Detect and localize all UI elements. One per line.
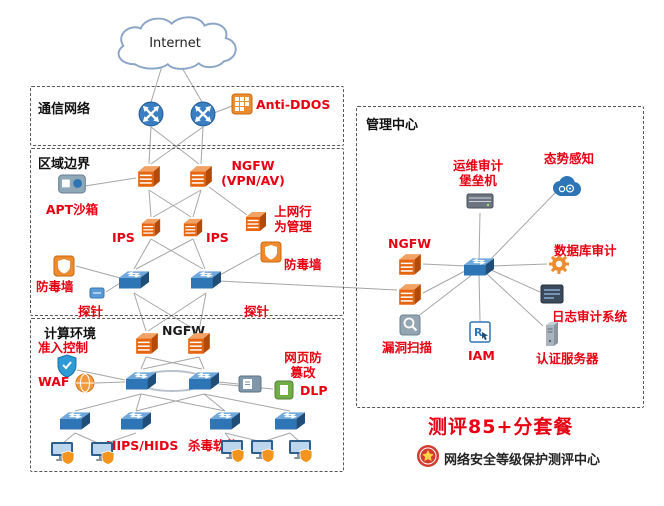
apt-sandbox-label: APT沙箱 (45, 202, 99, 217)
firewall-icon (137, 165, 161, 188)
ngfw-vpn-label: NGFW (VPN/AV) (221, 158, 285, 188)
firewall-icon (187, 332, 211, 355)
endpoint-server-icon (220, 439, 245, 463)
waf-icon (75, 373, 95, 393)
dlp-icon (274, 380, 294, 400)
antivirus-wall-right-label: 防毒墙 (284, 257, 322, 272)
auth-server-label: 认证服务器 (536, 351, 599, 366)
cert-badge-icon (416, 444, 440, 468)
anti-ddos-label: Anti-DDOS (256, 97, 331, 112)
ips-icon (183, 218, 203, 237)
switch-icon (464, 258, 494, 277)
endpoint-server-icon (288, 439, 313, 463)
firewall-icon (398, 283, 422, 306)
switch-icon (275, 412, 305, 431)
bastion-server-icon (466, 193, 494, 209)
router-icon (190, 101, 216, 127)
antivirus-wall-left-label: 防毒墙 (36, 279, 74, 294)
switch-icon (210, 412, 240, 431)
zone-regional-boundary (30, 148, 344, 316)
endpoint-pc-icon (50, 441, 75, 465)
antivirus-wall-icon (260, 241, 282, 263)
waf-label: WAF (38, 374, 70, 389)
firewall-icon (189, 165, 213, 188)
web-behavior-icon (245, 211, 267, 232)
probe-right-label: 探针 (244, 304, 270, 319)
firewall-icon (135, 332, 159, 355)
webpage-antitamper-label: 网页防篡改 (284, 350, 322, 380)
switch-icon (126, 372, 156, 391)
iam-label: IAM (468, 348, 495, 363)
package-title: 测评85+分套餐 (428, 416, 574, 438)
zone-label-boundary: 区域边界 (38, 157, 91, 172)
zone-label-compute: 计算环境 (44, 327, 97, 342)
firewall-icon (398, 253, 422, 276)
probe-left-label: 探针 (78, 304, 104, 319)
apt-sandbox-icon (58, 174, 86, 194)
dlp-label: DLP (300, 383, 328, 398)
switch-icon (119, 271, 149, 290)
ips-icon (141, 218, 161, 237)
situation-cloud-icon (552, 175, 582, 197)
iam-icon (469, 321, 491, 343)
ngfw-mgmt-label: NGFW (388, 236, 432, 251)
vuln-scan-label: 漏洞扫描 (382, 340, 433, 355)
zone-comm-network (30, 86, 344, 146)
ips-left-label: IPS (112, 230, 135, 245)
router-icon (138, 101, 164, 127)
web-behavior-label: 上网行为管理 (274, 204, 312, 234)
switch-icon (60, 412, 90, 431)
zone-label-mgmt: 管理中心 (366, 118, 419, 133)
auth-server-icon (545, 321, 559, 347)
hips-hids-label: HIPS/HIDS (106, 438, 179, 453)
antivirus-wall-icon (53, 255, 75, 277)
log-audit-icon (540, 284, 564, 304)
anti-ddos-icon (231, 93, 253, 115)
vuln-scan-icon (399, 314, 421, 336)
internet-cloud (117, 16, 237, 70)
webpage-antitamper-icon (238, 375, 262, 393)
switch-icon (191, 271, 221, 290)
ips-right-label: IPS (206, 230, 229, 245)
zone-label-comm: 通信网络 (38, 102, 91, 117)
log-audit-label: 日志审计系统 (552, 309, 628, 324)
probe-icon (89, 287, 105, 299)
bastion-label: 运维审计堡垒机 (452, 158, 503, 188)
internet-label: Internet (149, 36, 201, 51)
admission-control-label: 准入控制 (38, 340, 89, 355)
zone-computing-env (30, 318, 344, 472)
endpoint-server-icon (250, 439, 275, 463)
db-audit-label: 数据库审计 (554, 243, 617, 258)
situation-awareness-label: 态势感知 (544, 151, 595, 166)
switch-icon (189, 372, 219, 391)
zone-mgmt-center (356, 106, 644, 408)
switch-icon (121, 412, 151, 431)
endpoint-pc-icon (90, 441, 115, 465)
center-name-label: 网络安全等级保护测评中心 (444, 453, 601, 468)
